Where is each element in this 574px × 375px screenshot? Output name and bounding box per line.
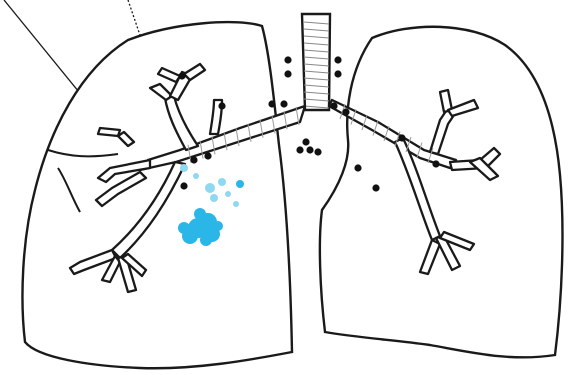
lesion-spot — [205, 183, 215, 193]
lymph-node — [296, 146, 303, 153]
lymph-node — [306, 146, 313, 153]
lesion-spot — [200, 234, 212, 246]
lymph-node — [432, 160, 439, 167]
lymph-node — [314, 148, 321, 155]
lesion-spot — [180, 164, 188, 172]
lymph-node — [354, 164, 361, 171]
lesion-spot — [213, 221, 223, 231]
lymph-node — [342, 108, 349, 115]
lymph-node — [334, 70, 341, 77]
lesion-spot — [218, 178, 226, 186]
lymph-node — [218, 102, 225, 109]
lesion-spot — [233, 201, 239, 207]
lesion-spot — [210, 194, 218, 202]
lesion-spot — [193, 173, 199, 179]
lymph-node — [204, 152, 211, 159]
lymph-node — [280, 100, 287, 107]
lymph-node — [372, 184, 379, 191]
lymph-node — [302, 138, 309, 145]
lymph-node — [330, 102, 337, 109]
lymph-node — [334, 56, 341, 63]
lymph-node — [284, 70, 291, 77]
lesion-spot — [194, 208, 206, 220]
lesion-spot — [236, 180, 244, 188]
lymph-node — [178, 72, 185, 79]
lesion-spot — [178, 222, 190, 234]
lymph-node — [180, 182, 187, 189]
lymph-node — [398, 134, 405, 141]
lymph-node — [284, 56, 291, 63]
lymph-node — [268, 100, 275, 107]
lesion-spot — [225, 191, 231, 197]
lymph-node — [190, 156, 197, 163]
left-lung-outline — [320, 27, 563, 358]
trachea — [302, 14, 330, 110]
